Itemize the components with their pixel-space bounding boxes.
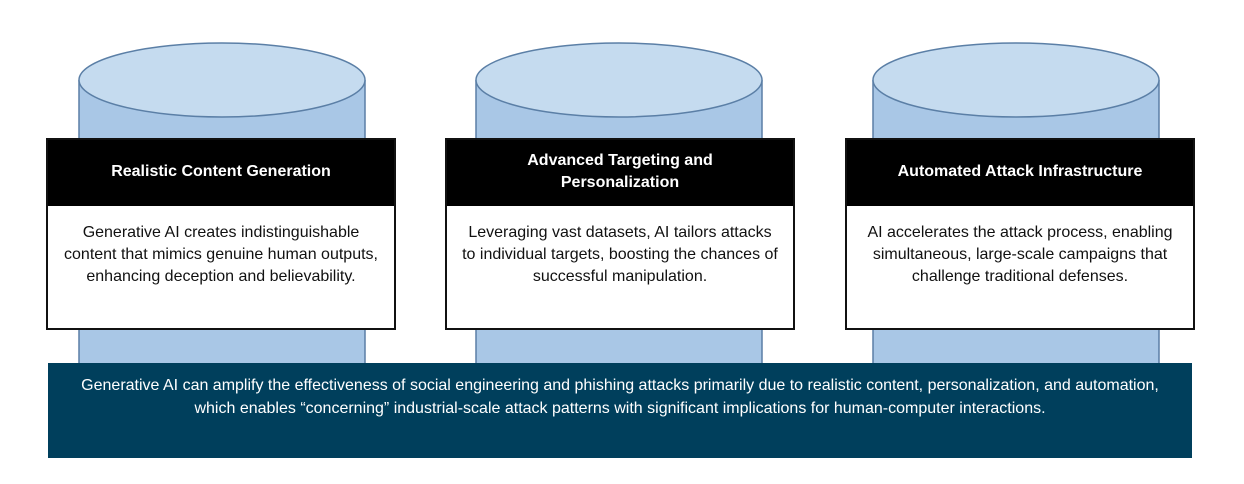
card-description: Leveraging vast datasets, AI tailors att…: [462, 224, 778, 285]
card-description: Generative AI creates indistinguishable …: [64, 224, 378, 285]
cylinder-top: [872, 42, 1160, 118]
cylinder-top: [475, 42, 763, 118]
cylinder-top: [78, 42, 366, 118]
summary-banner: Generative AI can amplify the effectiven…: [48, 363, 1192, 458]
card-realistic-content: Realistic Content Generation Generative …: [46, 138, 396, 330]
card-automated-infrastructure: Automated Attack Infrastructure AI accel…: [845, 138, 1195, 330]
card-title: Advanced Targeting and Personalization: [447, 140, 793, 206]
card-title: Realistic Content Generation: [48, 140, 394, 206]
card-title: Automated Attack Infrastructure: [847, 140, 1193, 206]
summary-text: Generative AI can amplify the effectiven…: [81, 377, 1159, 417]
card-advanced-targeting: Advanced Targeting and Personalization L…: [445, 138, 795, 330]
card-description: AI accelerates the attack process, enabl…: [867, 224, 1173, 285]
